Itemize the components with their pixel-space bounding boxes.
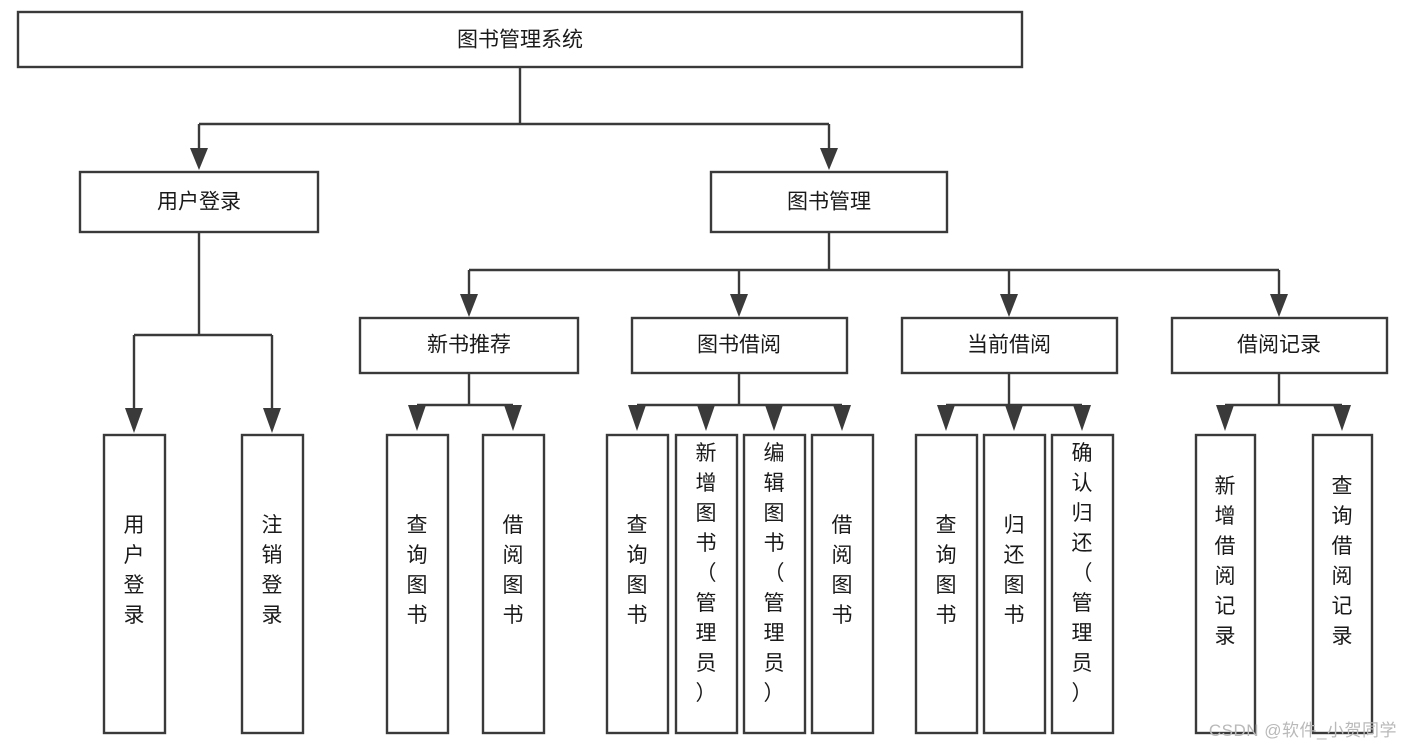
node-leaf-confirm-return-box[interactable] (1050, 433, 1115, 735)
node-leaf-borrow-book-2-label: 借阅图书 (832, 514, 853, 627)
node-root[interactable]: 图书管理系统 (16, 10, 1024, 69)
node-current-borrow[interactable]: 当前借阅 (900, 316, 1119, 375)
node-leaf-query-book-1[interactable]: 查询图书 (385, 433, 450, 735)
arrow-head-leaf-add-record (1216, 405, 1234, 431)
node-leaf-edit-book-label: 编辑图书（管理员） (764, 442, 785, 705)
node-leaf-borrow-book-1[interactable]: 借阅图书 (481, 433, 546, 735)
node-leaf-user-login-label: 用户登录 (124, 514, 145, 627)
node-leaf-confirm-return[interactable]: 确认归还（管理员） (1050, 433, 1115, 735)
node-book-manage[interactable]: 图书管理 (709, 170, 949, 234)
node-user-login-box[interactable] (78, 170, 320, 234)
node-leaf-query-book-1-label: 查询图书 (407, 514, 428, 627)
arrow-head-leaf-borrow-book-2 (833, 405, 851, 431)
node-user-login[interactable]: 用户登录 (78, 170, 320, 234)
node-book-manage-box[interactable] (709, 170, 949, 234)
node-leaf-add-record-box[interactable] (1194, 433, 1257, 735)
node-leaf-query-book-3-label: 查询图书 (936, 514, 957, 627)
node-borrow-record[interactable]: 借阅记录 (1170, 316, 1389, 375)
node-new-book-recommend-label: 新书推荐 (427, 334, 511, 357)
node-leaf-borrow-book-1-label: 借阅图书 (503, 514, 524, 627)
node-leaf-add-book-label: 新增图书（管理员） (696, 442, 717, 705)
arrow-head-current-borrow (1000, 294, 1018, 317)
node-leaf-logout-login[interactable]: 注销登录 (240, 433, 305, 735)
node-new-book-recommend-box[interactable] (358, 316, 580, 375)
arrow-head-leaf-user-login (125, 408, 143, 433)
arrow-head-leaf-query-record (1333, 405, 1351, 431)
node-leaf-query-book-3-box[interactable] (914, 433, 979, 735)
node-leaf-add-record[interactable]: 新增借阅记录 (1194, 433, 1257, 735)
node-root-label: 图书管理系统 (457, 29, 583, 52)
arrow-head-user-login (190, 148, 208, 170)
node-leaf-query-record-label: 查询借阅记录 (1332, 475, 1353, 648)
node-book-borrow-box[interactable] (630, 316, 849, 375)
watermark-text: CSDN @软件_小贺同学 (1208, 721, 1397, 740)
arrow-head-leaf-add-book (697, 405, 715, 431)
node-leaf-add-book[interactable]: 新增图书（管理员） (674, 433, 739, 735)
arrow-head-leaf-confirm-return (1073, 405, 1091, 431)
node-leaf-add-record-label: 新增借阅记录 (1215, 475, 1236, 648)
node-leaf-return-book-label: 归还图书 (1004, 514, 1025, 627)
node-borrow-record-box[interactable] (1170, 316, 1389, 375)
node-root-box[interactable] (16, 10, 1024, 69)
node-current-borrow-box[interactable] (900, 316, 1119, 375)
node-user-login-label: 用户登录 (157, 191, 241, 214)
node-leaf-borrow-book-2-box[interactable] (810, 433, 875, 735)
arrow-head-leaf-query-book-2 (628, 405, 646, 431)
arrow-head-leaf-query-book-3 (937, 405, 955, 431)
node-leaf-user-login[interactable]: 用户登录 (102, 433, 167, 735)
arrow-head-leaf-edit-book (765, 405, 783, 431)
node-leaf-query-book-2-box[interactable] (605, 433, 670, 735)
arrow-head-borrow-record (1270, 294, 1288, 317)
node-leaf-edit-book[interactable]: 编辑图书（管理员） (742, 433, 807, 735)
node-borrow-record-label: 借阅记录 (1237, 334, 1321, 357)
node-book-borrow-label: 图书借阅 (697, 334, 781, 357)
node-leaf-borrow-book-1-box[interactable] (481, 433, 546, 735)
node-leaf-confirm-return-label: 确认归还（管理员） (1072, 442, 1093, 705)
node-leaf-query-book-3[interactable]: 查询图书 (914, 433, 979, 735)
arrow-head-leaf-borrow-book-1 (504, 405, 522, 431)
node-leaf-edit-book-box[interactable] (742, 433, 807, 735)
connector-layer (125, 67, 1351, 433)
node-leaf-query-book-2-label: 查询图书 (627, 514, 648, 627)
node-leaf-user-login-box[interactable] (102, 433, 167, 735)
node-leaf-logout-login-box[interactable] (240, 433, 305, 735)
node-leaf-return-book-box[interactable] (982, 433, 1047, 735)
node-leaf-add-book-box[interactable] (674, 433, 739, 735)
node-current-borrow-label: 当前借阅 (967, 334, 1051, 357)
node-leaf-borrow-book-2[interactable]: 借阅图书 (810, 433, 875, 735)
node-book-borrow[interactable]: 图书借阅 (630, 316, 849, 375)
arrow-head-leaf-return-book (1005, 405, 1023, 431)
node-new-book-recommend[interactable]: 新书推荐 (358, 316, 580, 375)
arrow-head-leaf-logout-login (263, 408, 281, 433)
node-leaf-query-book-2[interactable]: 查询图书 (605, 433, 670, 735)
arrow-head-leaf-query-book-1 (408, 405, 426, 431)
node-leaf-query-record-box[interactable] (1311, 433, 1374, 735)
arrow-head-book-borrow (730, 294, 748, 317)
node-leaf-query-book-1-box[interactable] (385, 433, 450, 735)
arrow-head-book-manage (820, 148, 838, 170)
node-leaf-return-book[interactable]: 归还图书 (982, 433, 1047, 735)
node-leaf-query-record[interactable]: 查询借阅记录 (1311, 433, 1374, 735)
node-leaf-logout-login-label: 注销登录 (262, 514, 283, 627)
node-book-manage-label: 图书管理 (787, 191, 871, 214)
arrow-head-new-book-recommend (460, 294, 478, 317)
